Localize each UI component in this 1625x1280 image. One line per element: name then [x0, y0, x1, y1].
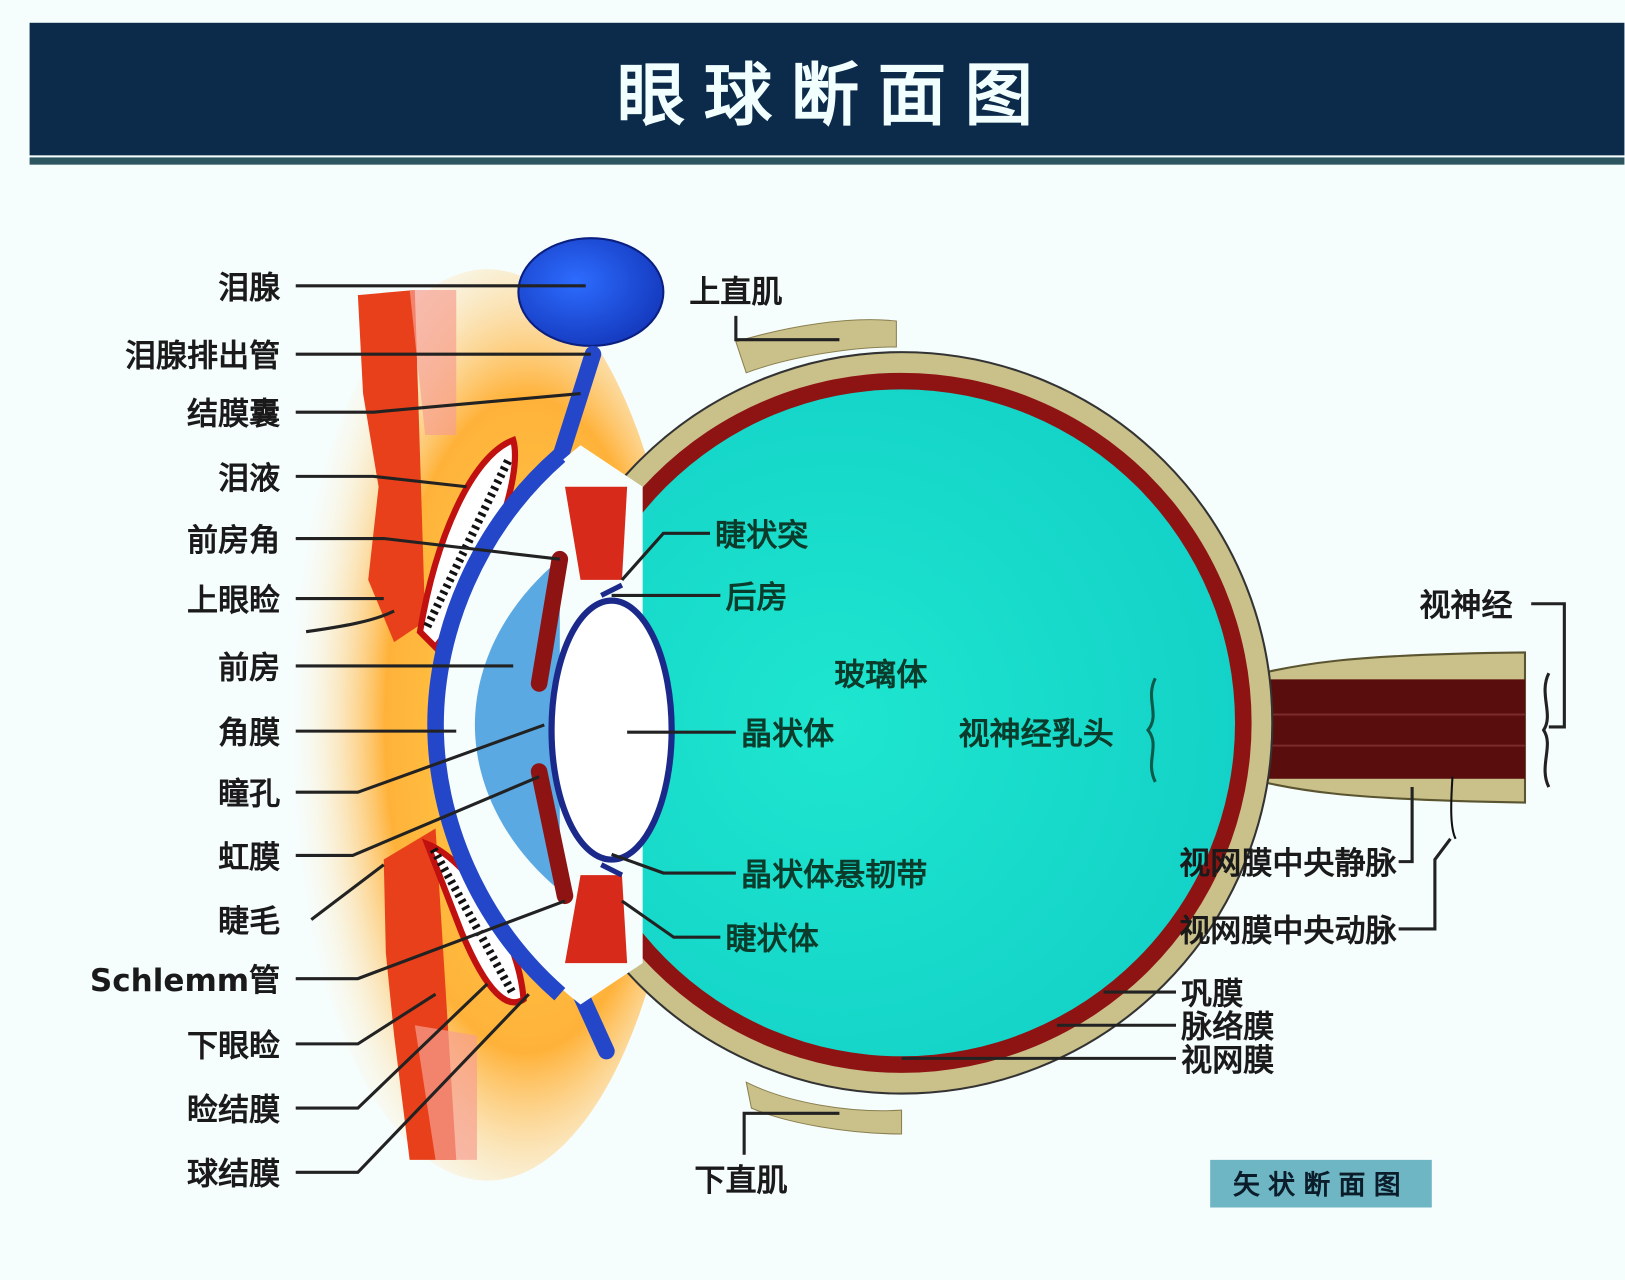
label-retina: 视网膜 — [1181, 1043, 1274, 1079]
label-lacrimal-duct: 泪腺排出管 — [125, 339, 280, 375]
label-choroid: 脉络膜 — [1181, 1010, 1274, 1046]
label-schlemm-canal: Schlemm管 — [90, 963, 280, 999]
lens — [548, 597, 675, 863]
label-lens: 晶状体 — [741, 717, 835, 753]
label-vitreous: 玻璃体 — [834, 658, 928, 694]
vitreous-body — [568, 389, 1236, 1057]
label-ciliary-body: 睫状体 — [726, 922, 820, 958]
label-eyelash: 睫毛 — [218, 904, 280, 940]
label-anterior-chamber: 前房 — [218, 650, 280, 686]
label-lacrimal-gland: 泪腺 — [218, 270, 281, 306]
left-labels: 泪腺 泪腺排出管 结膜囊 泪液 前房角 上眼睑 前房 角膜 瞳孔 虹膜 睫毛 S… — [90, 270, 281, 1192]
header-bar: 眼球断面图 — [29, 22, 1625, 165]
label-cornea: 角膜 — [218, 716, 280, 752]
ciliary-process — [564, 486, 628, 580]
cornea — [427, 449, 566, 1001]
right-labels: 视神经 视网膜中央静脉 视网膜中央动脉 巩膜 脉络膜 视网膜 — [1179, 588, 1512, 1079]
label-superior-rectus: 上直肌 — [689, 274, 782, 310]
ciliary-body — [564, 875, 628, 964]
label-tears: 泪液 — [218, 461, 280, 497]
label-chamber-angle: 前房角 — [187, 523, 280, 559]
label-palpebral-conjunctiva: 睑结膜 — [187, 1093, 280, 1129]
label-central-retinal-vein: 视网膜中央静脉 — [1179, 846, 1397, 882]
page-title: 眼球断面图 — [617, 57, 1052, 136]
label-conjunctival-sac: 结膜囊 — [187, 397, 280, 433]
label-upper-eyelid: 上眼睑 — [187, 583, 280, 619]
leader-lines — [295, 284, 1566, 1174]
label-iris: 虹膜 — [218, 840, 280, 876]
label-lower-eyelid: 下眼睑 — [187, 1028, 280, 1064]
iris-lower — [530, 763, 574, 905]
label-posterior-chamber: 后房 — [726, 580, 788, 616]
eyeball — [427, 351, 1274, 1095]
sagittal-section-badge: 矢状断面图 — [1210, 1159, 1432, 1208]
label-optic-nerve: 视神经 — [1419, 588, 1512, 624]
label-central-retinal-artery: 视网膜中央动脉 — [1179, 913, 1397, 949]
label-optic-disc: 视神经乳头 — [959, 717, 1114, 753]
iris-upper — [530, 550, 569, 692]
label-ciliary-process: 睫状突 — [715, 518, 808, 554]
lacrimal-gland — [517, 237, 665, 347]
inferior-rectus — [745, 1081, 903, 1135]
label-pupil: 瞳孔 — [218, 777, 280, 813]
label-inferior-rectus: 下直肌 — [694, 1163, 787, 1199]
inner-labels: 睫状突 后房 玻璃体 晶状体 视神经乳头 晶状体悬韧带 睫状体 上直肌 下直肌 — [689, 274, 1113, 1199]
label-bulbar-conjunctiva: 球结膜 — [187, 1157, 280, 1193]
svg-text:矢状断面图: 矢状断面图 — [1233, 1169, 1409, 1201]
label-zonule: 晶状体悬韧带 — [741, 857, 927, 893]
superior-rectus — [735, 319, 897, 374]
label-sclera: 巩膜 — [1181, 977, 1243, 1013]
